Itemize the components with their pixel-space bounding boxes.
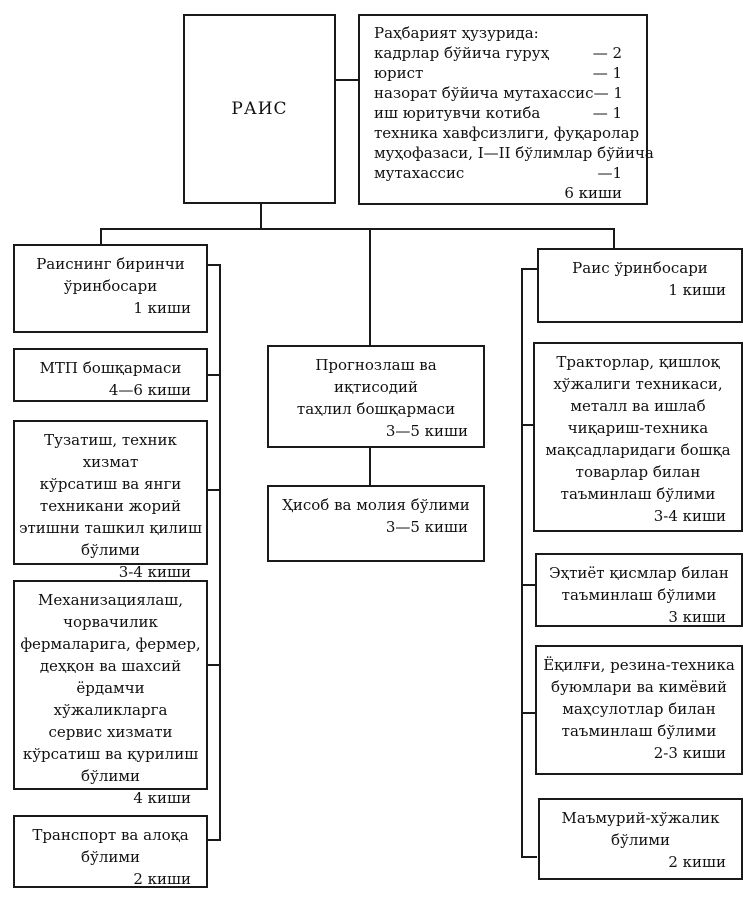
box-title: Транспорт ва алоқа бўлими: [32, 826, 189, 866]
management-row: 6 киши: [374, 183, 622, 203]
box-title: Эҳтиёт қисмлар билан таъминлаш бўлими: [549, 564, 729, 604]
connector-line: [521, 856, 537, 858]
mechanization-service-box: Механизациялаш, чорвачилик фермаларига, …: [13, 580, 208, 807]
row-label: техника хавфсизлиги, фуқаролар: [374, 124, 640, 142]
box-count: 1 киши: [133, 299, 191, 317]
rais-box: РАИС: [183, 14, 336, 204]
management-row: муҳофазаси, I—II бўлимлар бўйича: [374, 143, 654, 163]
management-row: иш юритувчи котиба — 1: [374, 103, 622, 123]
box-title: Ҳисоб ва молия бўлими: [282, 496, 470, 514]
accounting-finance-box: Ҳисоб ва молия бўлими 3—5 киши: [267, 485, 485, 562]
row-label: муҳофазаси, I—II бўлимлар бўйича: [374, 144, 654, 162]
box-title: Раис ўринбосари: [572, 259, 708, 277]
connector-line: [521, 268, 523, 858]
row-number: —1: [597, 164, 622, 182]
forecasting-analysis-box: Прогнозлаш ва иқтисодий таҳлил бошқармас…: [267, 345, 485, 448]
management-row: кадрлар бўйича гуруҳ — 2: [374, 43, 622, 63]
box-title: РАИС: [231, 99, 288, 119]
management-staff-box: Раҳбарият ҳузурида: кадрлар бўйича гуруҳ…: [358, 14, 654, 205]
row-number: — 1: [592, 64, 622, 82]
management-row: назорат бўйича мутахассис— 1: [374, 83, 623, 103]
box-title: МТП бошқармаси: [39, 359, 182, 377]
box-title: Механизациялаш, чорвачилик фермаларига, …: [20, 591, 201, 785]
box-count: 3—5 киши: [385, 518, 468, 536]
row-label: иш юритувчи котиба: [374, 104, 541, 122]
row-label: кадрлар бўйича гуруҳ: [374, 44, 550, 62]
transport-communication-box: Транспорт ва алоқа бўлими 2 киши: [13, 815, 208, 888]
row-number: — 1: [593, 84, 623, 102]
box-title: Раиснинг биринчи ўринбосари: [36, 255, 185, 295]
box-title: Ёқилғи, резина-техника буюмлари ва кимёв…: [543, 656, 735, 740]
connector-line: [521, 584, 537, 586]
row-number: 6 киши: [564, 184, 622, 202]
connector-line: [260, 204, 262, 230]
box-count: 3-4 киши: [653, 507, 726, 525]
row-label: назорат бўйича мутахассис: [374, 84, 594, 102]
box-title: Тузатиш, техник хизмат кўрсатиш ва янги …: [19, 431, 202, 559]
box-count: 2-3 киши: [653, 744, 726, 762]
box-title: Тракторлар, қишлоқ хўжалиги техникаси, м…: [545, 353, 731, 503]
row-number: — 1: [592, 104, 622, 122]
box-count: 3-4 киши: [118, 563, 191, 581]
box-count: 2 киши: [133, 870, 191, 888]
connector-line: [100, 228, 615, 230]
box-count: 3 киши: [668, 608, 726, 626]
tractors-supply-box: Тракторлар, қишлоқ хўжалиги техникаси, м…: [533, 342, 743, 532]
connector-line: [208, 374, 220, 376]
first-deputy-box: Раиснинг биринчи ўринбосари 1 киши: [13, 244, 208, 333]
connector-line: [208, 489, 220, 491]
deputy-chairman-box: Раис ўринбосари 1 киши: [537, 248, 743, 323]
connector-line: [369, 228, 371, 347]
connector-line: [521, 268, 537, 270]
connector-line: [219, 264, 221, 841]
connector-line: [100, 228, 102, 246]
box-title: Маъмурий-хўжалик бўлими: [561, 809, 720, 849]
connector-line: [336, 79, 360, 81]
connector-line: [208, 264, 220, 266]
management-row: юрист — 1: [374, 63, 622, 83]
connector-line: [521, 424, 537, 426]
repair-service-box: Тузатиш, техник хизмат кўрсатиш ва янги …: [13, 420, 208, 581]
box-count: 3—5 киши: [385, 422, 468, 440]
box-count: 2 киши: [668, 853, 726, 871]
row-label: Раҳбарият ҳузурида:: [374, 24, 539, 42]
connector-line: [208, 839, 221, 841]
spare-parts-supply-box: Эҳтиёт қисмлар билан таъминлаш бўлими 3 …: [535, 553, 743, 627]
row-label: юрист: [374, 64, 424, 82]
connector-line: [521, 712, 537, 714]
administrative-economic-box: Маъмурий-хўжалик бўлими 2 киши: [538, 798, 743, 880]
connector-line: [369, 446, 371, 487]
connector-line: [613, 228, 615, 250]
connector-line: [208, 664, 220, 666]
management-row: техника хавфсизлиги, фуқаролар: [374, 123, 639, 143]
management-row: Раҳбарият ҳузурида:: [374, 23, 622, 43]
management-row: мутахассис —1: [374, 163, 622, 183]
row-label: мутахассис: [374, 164, 465, 182]
box-title: Прогнозлаш ва иқтисодий таҳлил бошқармас…: [296, 356, 456, 418]
row-number: — 2: [592, 44, 622, 62]
box-count: 4 киши: [133, 789, 191, 807]
box-count: 4—6 киши: [108, 381, 191, 399]
mtp-department-box: МТП бошқармаси 4—6 киши: [13, 348, 208, 402]
fuel-chemicals-supply-box: Ёқилғи, резина-техника буюмлари ва кимёв…: [535, 645, 743, 775]
box-count: 1 киши: [668, 281, 726, 299]
